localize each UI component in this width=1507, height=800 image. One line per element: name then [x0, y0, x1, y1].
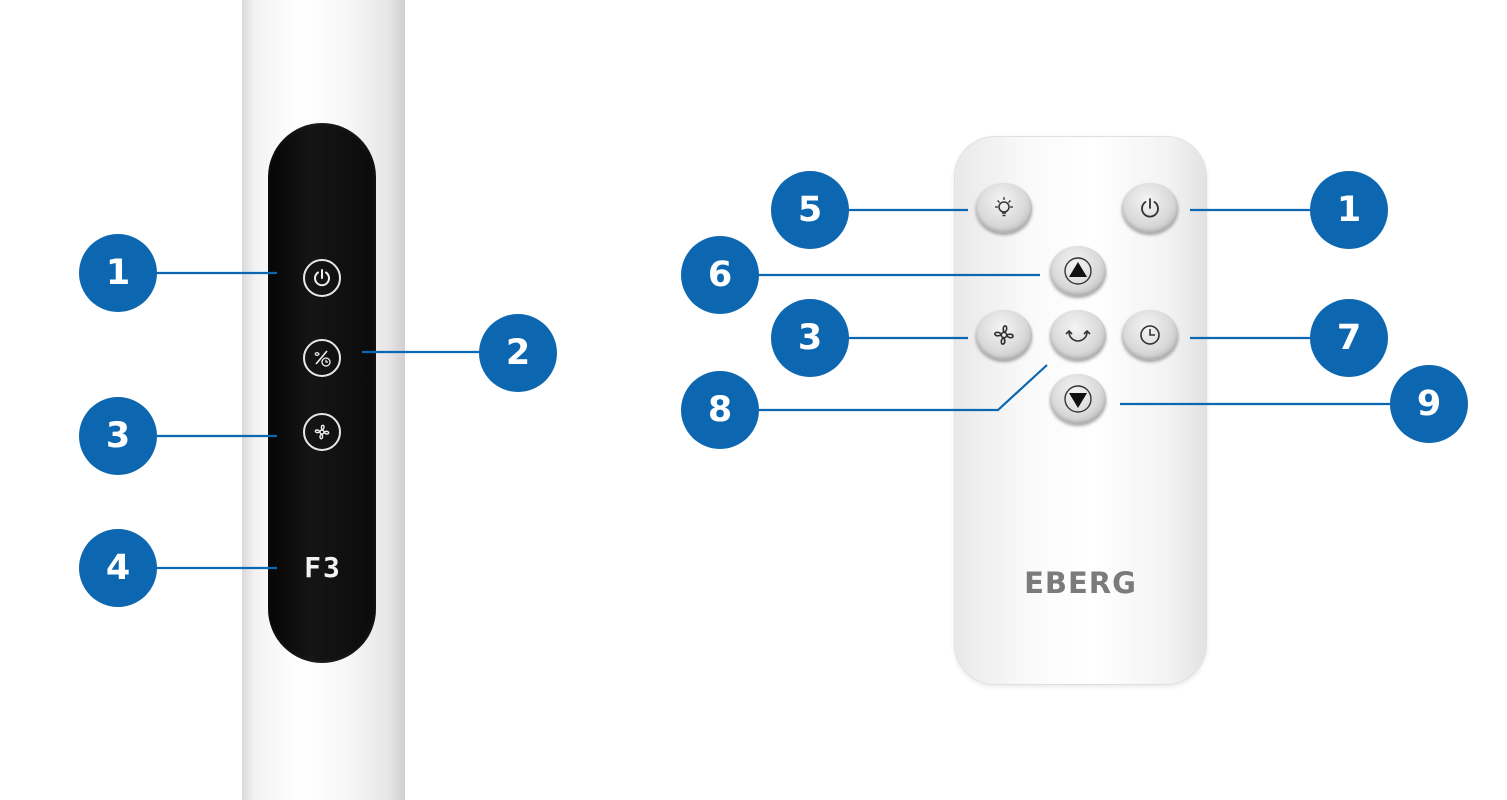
callout-badge: 3 [79, 397, 157, 475]
oscillation-icon [1065, 329, 1091, 342]
remote-light-button[interactable] [976, 183, 1032, 233]
control-panel [268, 123, 376, 663]
power-icon [1141, 198, 1159, 218]
callout-badge: 3 [771, 299, 849, 377]
remote-timer-button[interactable] [1122, 310, 1178, 360]
callout-badge: 6 [681, 236, 759, 314]
callout-badge: 2 [479, 314, 557, 392]
light-icon [995, 197, 1013, 217]
remote-power-button[interactable] [1122, 183, 1178, 233]
remote-brand-logo: EBERG [1024, 566, 1137, 600]
callout-badge: 8 [681, 371, 759, 449]
remote-oscillation-button[interactable] [1050, 310, 1106, 360]
remote-up-button[interactable] [1050, 246, 1106, 296]
panel-speed-timer-button[interactable] [303, 339, 341, 377]
timer-icon [1140, 325, 1160, 345]
segment-display: F3 [304, 551, 342, 584]
remote-down-button[interactable] [1050, 374, 1106, 424]
power-icon [314, 269, 330, 287]
callout-badge: 1 [1310, 171, 1388, 249]
up-arrow-icon [1064, 257, 1092, 285]
down-arrow-icon [1064, 385, 1092, 413]
callout-badge: 1 [79, 234, 157, 312]
panel-power-button[interactable] [303, 259, 341, 297]
remote-fan-mode-button[interactable] [976, 310, 1032, 360]
callout-badge: 5 [771, 171, 849, 249]
callout-badge: 9 [1390, 365, 1468, 443]
fan-mode-icon [994, 325, 1014, 345]
speed-timer-icon [314, 350, 331, 367]
callout-badge: 7 [1310, 299, 1388, 377]
panel-fan-mode-button[interactable] [303, 413, 341, 451]
callout-badge: 4 [79, 529, 157, 607]
fan-mode-icon [314, 424, 330, 440]
